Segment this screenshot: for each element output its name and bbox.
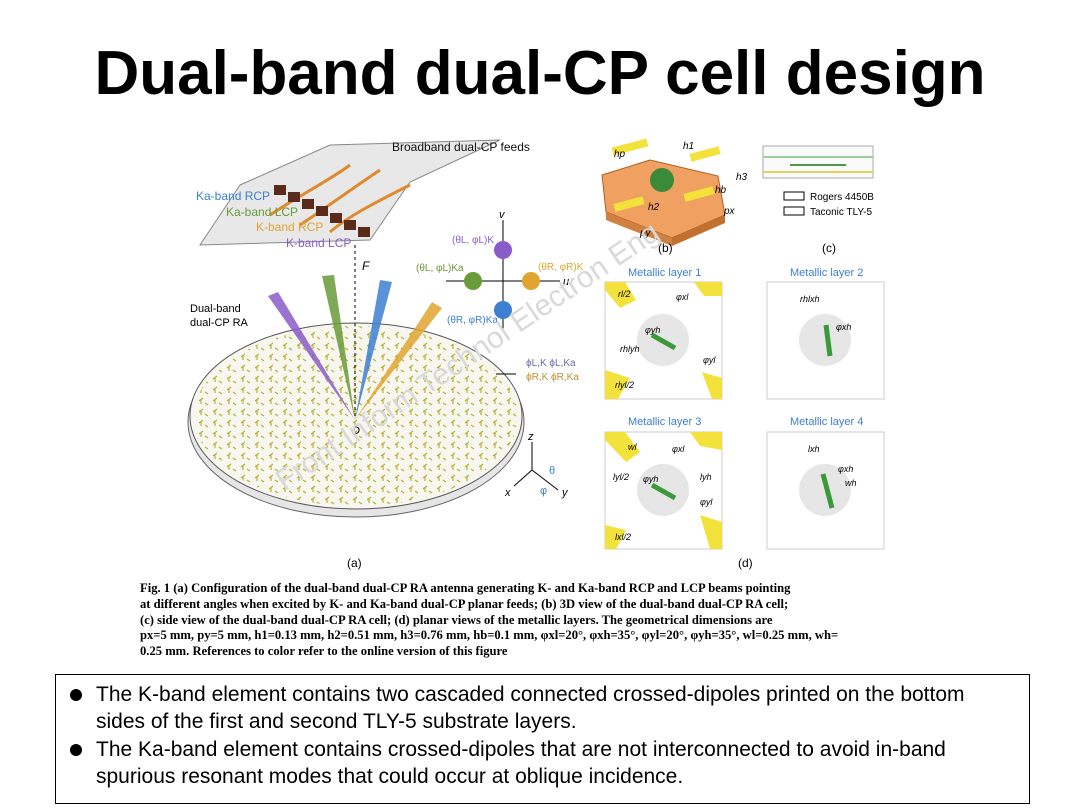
- k-rcp-label: K-band RCP: [256, 220, 323, 234]
- panel-a-label: (a): [347, 556, 362, 570]
- f-label: F: [362, 259, 370, 273]
- l3-f: φyl: [700, 497, 713, 507]
- py-label: py: [639, 228, 652, 239]
- phi-legend-2: ϕR,K ϕR,Ka: [526, 372, 579, 383]
- h3-label: h3: [736, 172, 748, 183]
- h1-label: h1: [683, 141, 694, 152]
- l3-a: wl: [628, 442, 637, 452]
- beam-k-rcp-label: (θR, φR)K: [538, 262, 584, 273]
- l3-g: lxl/2: [615, 532, 631, 542]
- beam-ka-rcp-label: (θR, φR)Ka: [447, 315, 498, 326]
- l1-c: φyh: [645, 325, 660, 335]
- cell-3d-panel: [601, 138, 726, 246]
- slide-title: Dual-band dual-CP cell design: [94, 39, 986, 108]
- hb-label: hb: [715, 185, 727, 196]
- panel-c-label: (c): [822, 241, 836, 255]
- phi-legend-1: ϕL,K ϕL,Ka: [526, 358, 576, 369]
- phi-label: φ: [540, 485, 547, 497]
- caption-line: px=5 mm, py=5 mm, h1=0.13 mm, h2=0.51 mm…: [140, 628, 839, 643]
- l1-f: rlyl/2: [615, 380, 634, 390]
- metallic-layers-panel: [604, 281, 885, 550]
- bullet-box: The K-band element contains two cascaded…: [55, 674, 1030, 804]
- feeds-label: Broadband dual-CP feeds: [392, 140, 530, 154]
- feed-board: [199, 139, 501, 246]
- theta-label: θ: [549, 465, 555, 477]
- caption-line: at different angles when excited by K- a…: [140, 596, 789, 611]
- beam-ka-rcp: [355, 280, 392, 420]
- panel-d-label: (d): [738, 556, 753, 570]
- beam-ka-lcp: [322, 275, 355, 420]
- l1-b: φxl: [676, 292, 689, 302]
- feed-ports: [274, 185, 370, 237]
- caption-line: 0.25 mm. References to color refer to th…: [140, 644, 508, 659]
- axis-x-label: x: [504, 487, 511, 499]
- side-view-panel: [762, 145, 874, 216]
- px-label: px: [723, 206, 736, 217]
- l4-c: wh: [845, 478, 857, 488]
- caption-line: Fig. 1 (a) Configuration of the dual-ban…: [140, 581, 791, 595]
- bullet-dot-icon: [70, 689, 82, 701]
- bullet-item: The Ka-band element contains crossed-dip…: [68, 736, 1019, 790]
- bullet-text: The K-band element contains two cascaded…: [96, 683, 965, 733]
- ra-label-1: Dual-band: [190, 303, 241, 315]
- layer3-title: Metallic layer 3: [628, 416, 701, 428]
- axis-y-label: y: [561, 487, 569, 499]
- l3-e: lyh: [700, 472, 712, 482]
- beam-k-rcp: [355, 302, 442, 420]
- bullet-dot-icon: [70, 744, 82, 756]
- l3-d: φyh: [643, 474, 658, 484]
- rogers-legend: Rogers 4450B: [810, 192, 874, 203]
- hp-label: hp: [614, 149, 626, 160]
- bullet-item: The K-band element contains two cascaded…: [68, 681, 1019, 735]
- h2-label: h2: [648, 202, 660, 213]
- beam-k-lcp: [268, 292, 355, 420]
- bullet-text: The Ka-band element contains crossed-dip…: [96, 738, 946, 788]
- l4-b: φxh: [838, 464, 853, 474]
- v-axis-label: v: [499, 209, 506, 221]
- axis-z-label: z: [527, 431, 534, 443]
- panel-b-label: (b): [658, 241, 673, 255]
- l1-a: rl/2: [618, 289, 631, 299]
- l1-e: φyl: [703, 355, 716, 365]
- ra-label-2: dual-CP RA: [190, 317, 249, 329]
- l2-b: φxh: [836, 322, 851, 332]
- u-axis-label: u: [563, 276, 569, 288]
- beam-ka-lcp-label: (θL, φL)Ka: [416, 263, 464, 274]
- figure-caption: Fig. 1 (a) Configuration of the dual-ban…: [140, 581, 940, 660]
- layer1-title: Metallic layer 1: [628, 267, 701, 279]
- k-lcp-label: K-band LCP: [286, 236, 351, 250]
- beam-k-lcp-label: (θL, φL)K: [452, 235, 494, 246]
- l2-a: rhlxh: [800, 294, 820, 304]
- layer2-title: Metallic layer 2: [790, 267, 863, 279]
- layer4-title: Metallic layer 4: [790, 416, 863, 428]
- l1-d: rhlyh: [620, 344, 640, 354]
- l3-c: lyl/2: [613, 472, 629, 482]
- ka-rcp-label: Ka-band RCP: [196, 189, 270, 203]
- d-label: D: [352, 425, 360, 437]
- l4-a: lxh: [808, 444, 820, 454]
- taconic-legend: Taconic TLY-5: [810, 207, 873, 218]
- figure-1: Broadband dual-CP feeds Ka-band RCP Ka-b…: [187, 138, 885, 570]
- caption-line: (c) side view of the dual-band dual-CP R…: [140, 612, 773, 627]
- reflectarray-panel: [187, 139, 560, 518]
- l3-b: φxl: [672, 444, 685, 454]
- ka-lcp-label: Ka-band LCP: [226, 205, 298, 219]
